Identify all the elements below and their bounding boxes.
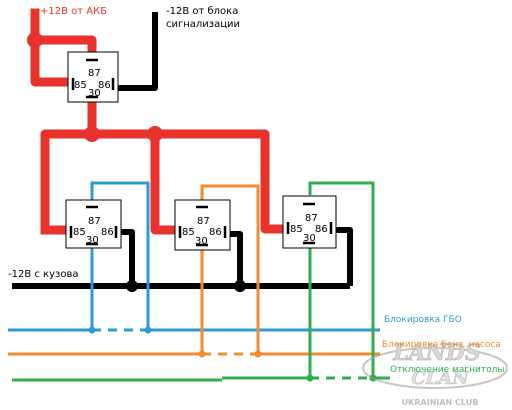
black-ground-wires — [12, 12, 353, 289]
alarm-ground-wire — [115, 12, 158, 91]
pin-85-label: 85 — [182, 227, 195, 238]
pin-85-label: 85 — [290, 224, 303, 235]
relay-1: 87 85 86 30 — [65, 199, 122, 249]
label-minus12-body: -12В с кузова — [8, 269, 78, 280]
relay-top: 87 85 86 30 — [67, 51, 119, 103]
black-junction-dot — [126, 280, 138, 292]
green-junction-dot — [306, 374, 314, 382]
green-loop-wire — [308, 181, 375, 378]
relay-body — [174, 199, 231, 251]
pin-87-label: 87 — [305, 213, 318, 224]
relay-3: 87 85 86 30 — [282, 195, 337, 249]
pin-86-label: 86 — [315, 224, 328, 235]
pin-85-label: 85 — [74, 80, 87, 91]
red-junction-dot — [84, 126, 100, 142]
pin-87-label: 87 — [88, 216, 101, 227]
lands-clan-watermark: LANDS CLAN UKRAINIAN CLUB — [362, 340, 508, 407]
pin-86-label: 86 — [101, 227, 114, 238]
akb-feed-wire — [30, 8, 73, 87]
red-bus-wire — [40, 129, 291, 235]
label-minus12-alarm-line2: сигнализации — [166, 19, 240, 30]
orange-loop-wire — [200, 184, 260, 354]
black-junction-dot — [234, 280, 246, 292]
watermark-line1: LANDS — [392, 340, 481, 366]
black-drop-relay3 — [336, 227, 353, 286]
red-junction-dot — [27, 32, 43, 48]
blue-loop-wire — [90, 181, 150, 330]
pin-86-label: 86 — [98, 80, 111, 91]
red-drop-relay2 — [150, 129, 180, 235]
pin-87-label: 87 — [197, 216, 210, 227]
pin-30-label: 30 — [86, 235, 99, 246]
red-junction-dot — [147, 126, 163, 142]
orange-junction-dot — [254, 350, 262, 358]
label-block-radio: Отключение магнитолы — [390, 365, 504, 375]
akb-loop-wire — [30, 35, 97, 57]
blue-junction-dot — [88, 326, 96, 334]
watermark-ellipse — [362, 347, 508, 389]
label-block-gbo: Блокировка ГБО — [384, 315, 462, 325]
relay-2: 87 85 86 30 — [174, 199, 231, 251]
label-block-fuel-pump: Блокировка бенз. насоса — [382, 340, 501, 350]
blue-gbo-wires — [8, 181, 380, 332]
black-drop-relay1 — [120, 229, 135, 286]
pin-30-label: 30 — [303, 233, 316, 244]
orange-junction-dot — [198, 350, 206, 358]
label-plus12-akb: +12В от АКБ — [40, 6, 107, 17]
watermark-line3: UKRAINIAN CLUB — [402, 398, 479, 407]
blue-junction-dot — [144, 326, 152, 334]
watermark-line2: CLAN — [411, 368, 470, 389]
black-drop-relay2 — [228, 231, 243, 286]
pin-87-label: 87 — [88, 68, 101, 79]
orange-pump-wires — [8, 184, 380, 356]
green-radio-wires — [12, 181, 390, 382]
pin-30-label: 30 — [88, 88, 101, 99]
pin-30-label: 30 — [195, 236, 208, 247]
label-minus12-alarm-line1: -12В от блока — [166, 6, 238, 17]
pin-85-label: 85 — [73, 227, 86, 238]
red-power-wires — [30, 8, 291, 235]
pin-86-label: 86 — [209, 227, 222, 238]
